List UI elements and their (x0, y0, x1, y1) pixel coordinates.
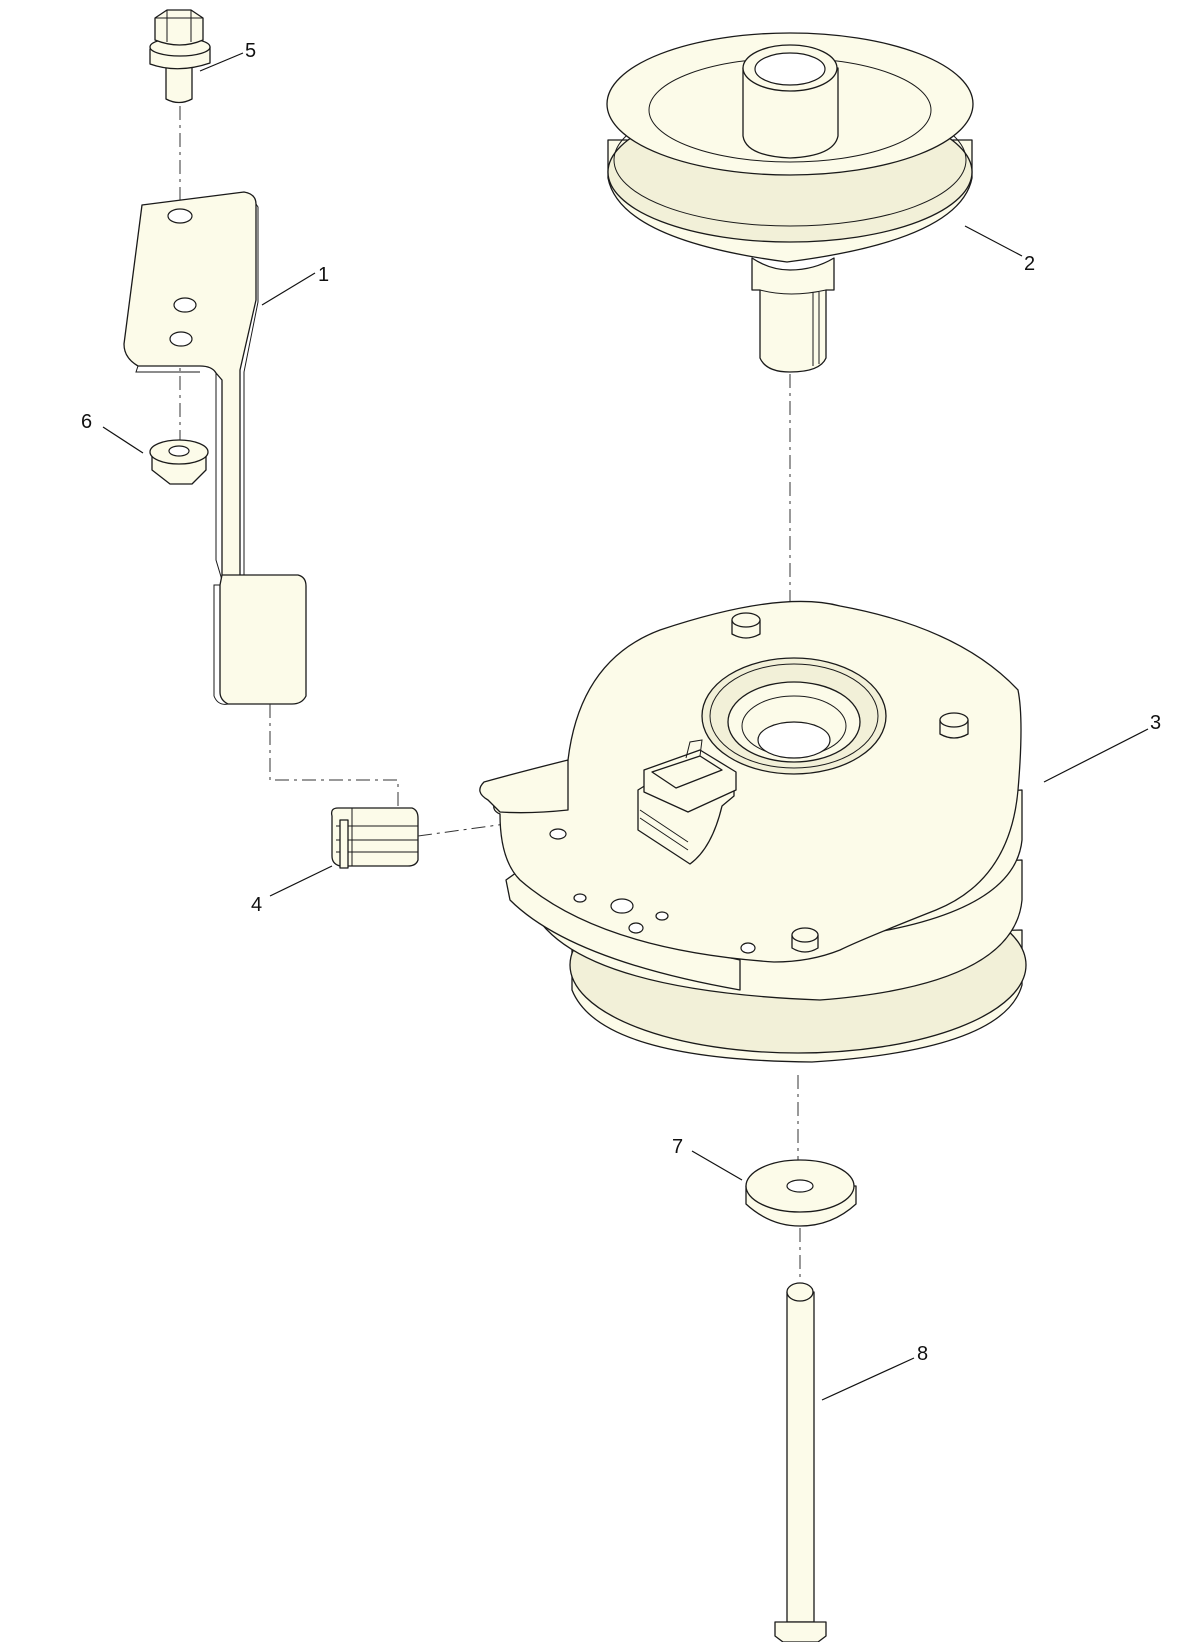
clutch-electrical-connector (637, 739, 737, 865)
part-5-flange-bolt[interactable] (149, 9, 211, 104)
clutch-stud-left (731, 612, 761, 639)
callout-label-2: 2 (1024, 253, 1035, 275)
clutch-stud-right (939, 712, 969, 739)
part-4-clip[interactable] (330, 807, 419, 869)
clutch-stud-front (791, 927, 819, 953)
part-1-bracket[interactable] (123, 191, 307, 705)
bracket-hole-lower (169, 331, 193, 347)
callout-6: 6 (81, 411, 144, 454)
callout-label-3: 3 (1150, 712, 1161, 734)
part-7-washer[interactable] (745, 1159, 857, 1227)
connector-line-bracket-to-clip (269, 704, 399, 818)
callout-label-1: 1 (318, 264, 329, 286)
part-8-long-bolt[interactable] (774, 1282, 827, 1642)
part-3-electric-clutch[interactable] (479, 600, 1027, 1063)
callout-2: 2 (964, 225, 1035, 275)
callout-4: 4 (251, 865, 333, 916)
bracket-hole-middle (173, 297, 197, 313)
callout-1: 1 (261, 264, 329, 306)
callout-8: 8 (821, 1343, 928, 1401)
callout-label-6: 6 (81, 411, 92, 433)
callout-label-4: 4 (251, 894, 262, 916)
callout-7: 7 (672, 1136, 743, 1181)
bracket-hole-top (167, 208, 193, 224)
callout-label-8: 8 (917, 1343, 928, 1365)
callout-label-5: 5 (245, 40, 256, 62)
part-6-flange-nut[interactable] (149, 439, 209, 485)
part-2-pulley[interactable] (606, 32, 974, 373)
callout-3: 3 (1043, 712, 1161, 783)
callout-label-7: 7 (672, 1136, 683, 1158)
callout-5: 5 (199, 40, 256, 72)
